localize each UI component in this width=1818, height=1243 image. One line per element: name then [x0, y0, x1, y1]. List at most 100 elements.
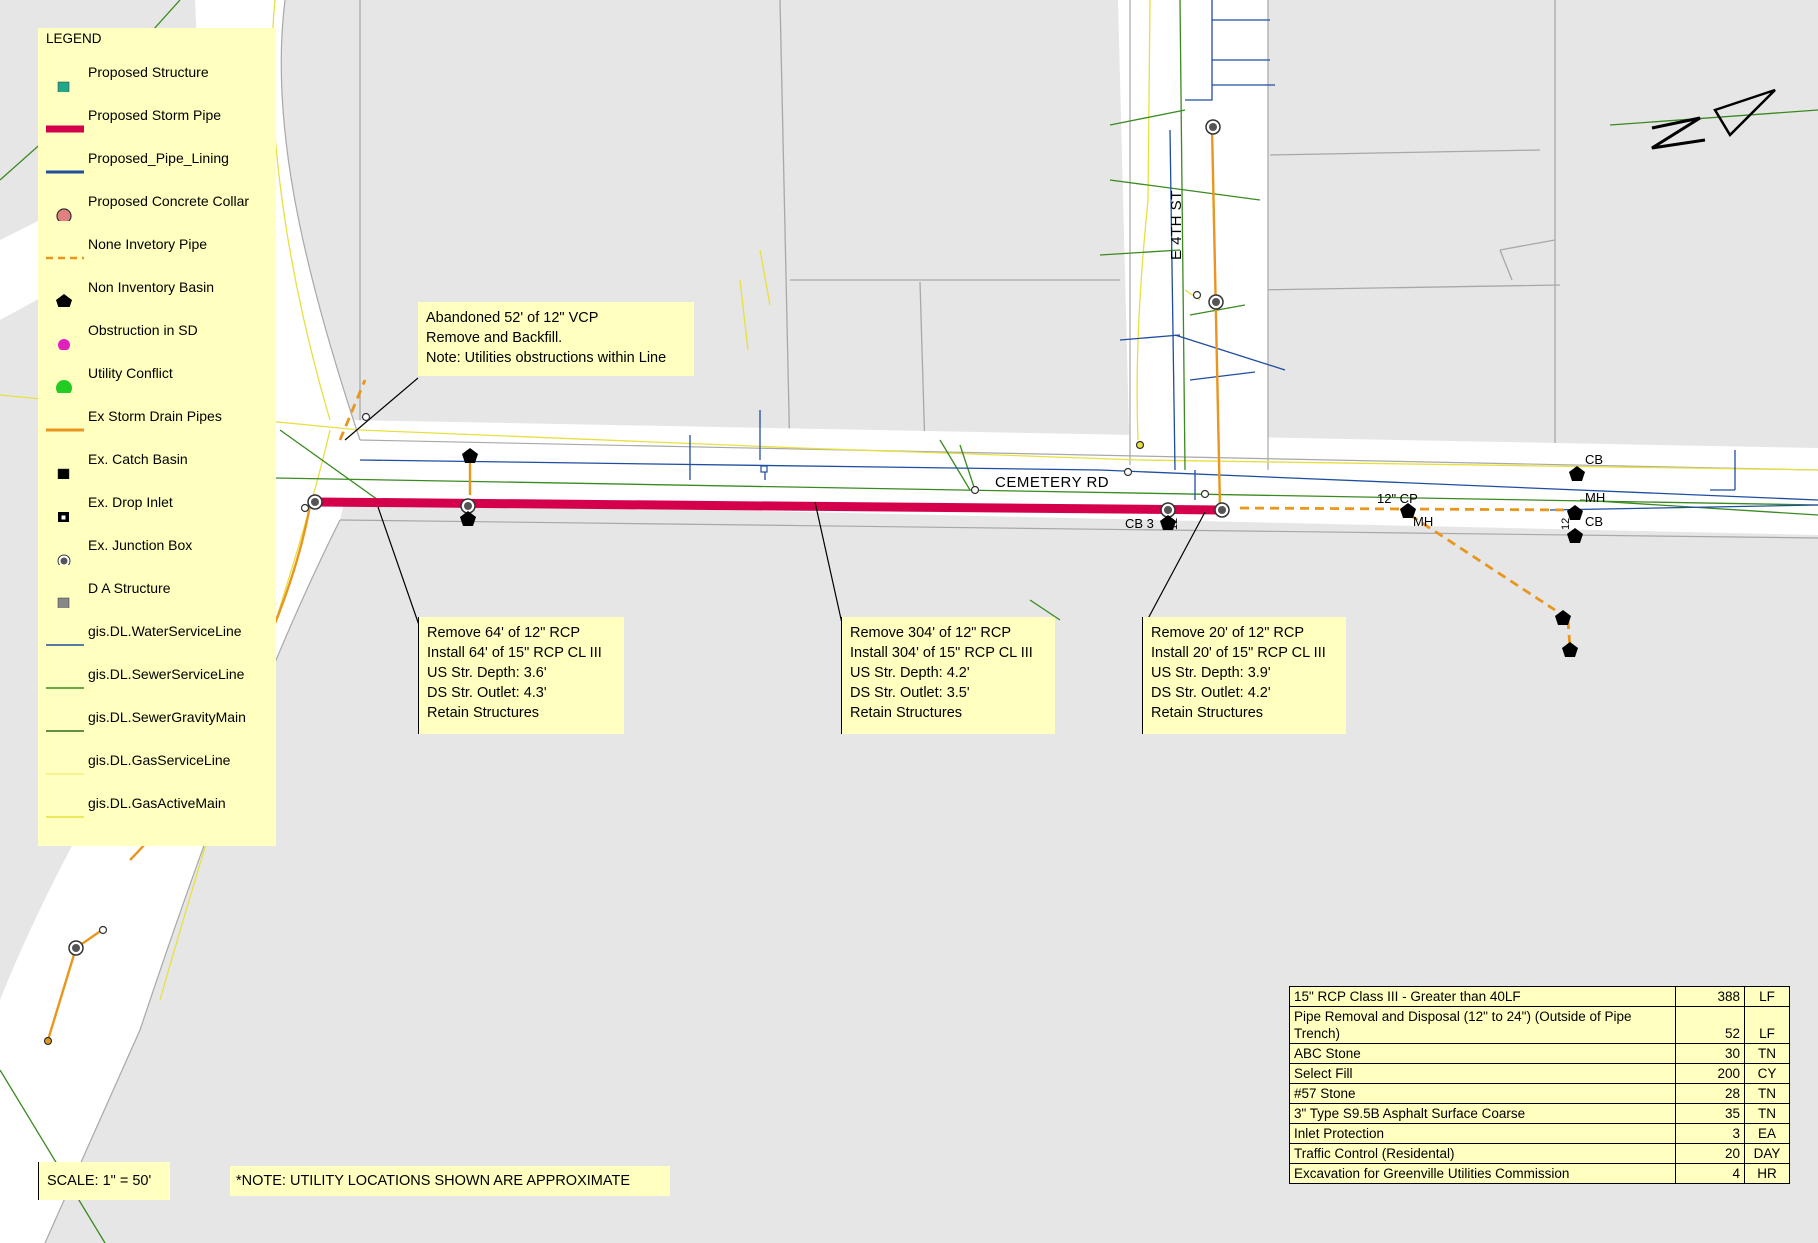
legend-item-label: gis.DL.SewerGravityMain [88, 709, 246, 725]
quantity-qty-cell: 28 [1675, 1083, 1745, 1104]
line-symbol-icon [46, 428, 84, 432]
legend-item-label: Ex. Drop Inlet [88, 494, 173, 510]
note-segment-3: Remove 20' of 12" RCP Install 20' of 15"… [1142, 617, 1346, 734]
legend-item-label: Proposed_Pipe_Lining [88, 150, 229, 166]
legend-item-label: D A Structure [88, 580, 171, 596]
junction-box-icon [1160, 502, 1176, 518]
pentagon-symbol-icon [56, 294, 72, 307]
legend-item: Proposed Storm Pipe [38, 99, 276, 142]
quantity-item-cell: Inlet Protection [1289, 1123, 1676, 1144]
small-nodes [43, 290, 1210, 1046]
quantity-item-cell: ABC Stone [1289, 1043, 1676, 1064]
legend-item-label: Obstruction in SD [88, 322, 198, 338]
mh-label-mid: MH [1413, 514, 1434, 529]
legend-item: gis.DL.WaterServiceLine [38, 615, 276, 658]
cb-right-pipe-label: 12 [1560, 517, 1572, 530]
quantity-qty-cell: 200 [1675, 1063, 1745, 1084]
mh-label-top: MH [1585, 490, 1606, 505]
quantity-unit-cell: CY [1744, 1063, 1790, 1084]
cb3-label: CB 3 [1125, 516, 1154, 531]
junction-box-icon [460, 498, 476, 514]
legend-item: Obstruction in SD [38, 314, 276, 357]
quantity-qty-cell: 388 [1675, 986, 1745, 1007]
circle-symbol-icon [56, 208, 72, 221]
quantity-unit-cell: TN [1744, 1043, 1790, 1064]
water-lines [359, 0, 1818, 511]
junction-box-icon [307, 494, 323, 510]
legend-item-label: gis.DL.WaterServiceLine [88, 623, 242, 639]
ring-dot-symbol-icon [57, 554, 71, 565]
quantity-qty-cell: 20 [1675, 1143, 1745, 1164]
square-symbol-icon [57, 81, 70, 92]
thin-line-symbol-icon [46, 644, 84, 646]
fourth-street [1118, 0, 1268, 470]
legend-title: LEGEND [46, 31, 102, 46]
leader-lines [344, 377, 1206, 629]
legend-item-label: gis.DL.GasServiceLine [88, 752, 231, 768]
legend-item-label: gis.DL.SewerServiceLine [88, 666, 245, 682]
quantity-unit-cell: DAY [1744, 1143, 1790, 1164]
quantity-qty-cell: 52 [1675, 1006, 1745, 1044]
thin-line-symbol-icon [46, 773, 84, 775]
quantity-unit-cell: TN [1744, 1103, 1790, 1124]
legend-item-label: Proposed Storm Pipe [88, 107, 222, 123]
dot-symbol-icon [56, 380, 72, 393]
thin-line-symbol-icon [46, 730, 84, 732]
utility-disclaimer: *NOTE: UTILITY LOCATIONS SHOWN ARE APPRO… [230, 1166, 670, 1196]
north-arrow-icon [1651, 88, 1776, 150]
quantity-qty-cell: 4 [1675, 1163, 1745, 1184]
quantity-item-cell: #57 Stone [1289, 1083, 1676, 1104]
quantity-item-cell: 3" Type S9.5B Asphalt Surface Coarse [1289, 1103, 1676, 1124]
legend-item-label: Utility Conflict [88, 365, 173, 381]
quantity-qty-cell: 3 [1675, 1123, 1745, 1144]
legend-item: gis.DL.GasActiveMain [38, 787, 276, 830]
legend-item-label: Proposed Concrete Collar [88, 193, 250, 209]
legend-item: Ex. Drop Inlet [38, 486, 276, 529]
dashed-line-symbol-icon [46, 256, 84, 260]
quantity-unit-cell: LF [1744, 986, 1790, 1007]
legend-item: D A Structure [38, 572, 276, 615]
square-symbol-icon [57, 597, 70, 608]
quantity-item-cell: Select Fill [1289, 1063, 1676, 1084]
legend-item: Proposed_Pipe_Lining [38, 142, 276, 185]
cp-label: 12" CP [1377, 491, 1418, 506]
quantity-item-cell: Traffic Control (Residental) [1289, 1143, 1676, 1164]
quantity-unit-cell: TN [1744, 1083, 1790, 1104]
legend-item: Non Inventory Basin [38, 271, 276, 314]
fourth-street-label: E 4TH ST [1168, 190, 1185, 260]
junction-box-icon [1208, 294, 1224, 310]
thin-line-symbol-icon [46, 687, 84, 689]
note-abandoned: Abandoned 52' of 12" VCP Remove and Back… [418, 302, 694, 376]
dot-symbol-icon [58, 339, 70, 350]
non-inventory-basin-icon [460, 448, 1585, 657]
legend-item-label: gis.DL.GasActiveMain [88, 795, 226, 811]
quantity-qty-cell: 30 [1675, 1043, 1745, 1064]
thick-line-symbol-icon [46, 125, 84, 133]
quantity-item-cell: Pipe Removal and Disposal (12" to 24") (… [1289, 1006, 1676, 1044]
line-symbol-icon [46, 170, 84, 174]
legend-item: Utility Conflict [38, 357, 276, 400]
quantity-item-cell: 15" RCP Class III - Greater than 40LF [1289, 986, 1676, 1007]
legend-item: gis.DL.GasServiceLine [38, 744, 276, 787]
cb-label-top: CB [1585, 452, 1604, 467]
cb-label-bottom: CB [1585, 514, 1604, 529]
framed-square-symbol-icon [58, 512, 69, 522]
square-symbol-icon [57, 468, 70, 479]
legend-item: gis.DL.SewerServiceLine [38, 658, 276, 701]
legend-item: Ex Storm Drain Pipes [38, 400, 276, 443]
legend-item-label: Ex. Junction Box [88, 537, 193, 553]
quantity-unit-cell: EA [1744, 1123, 1790, 1144]
legend-item: Ex. Junction Box [38, 529, 276, 572]
legend-item: None Invetory Pipe [38, 228, 276, 271]
junction-box-icon [1205, 119, 1221, 135]
note-segment-1: Remove 64' of 12" RCP Install 64' of 15"… [418, 617, 624, 734]
legend-item: gis.DL.SewerGravityMain [38, 701, 276, 744]
